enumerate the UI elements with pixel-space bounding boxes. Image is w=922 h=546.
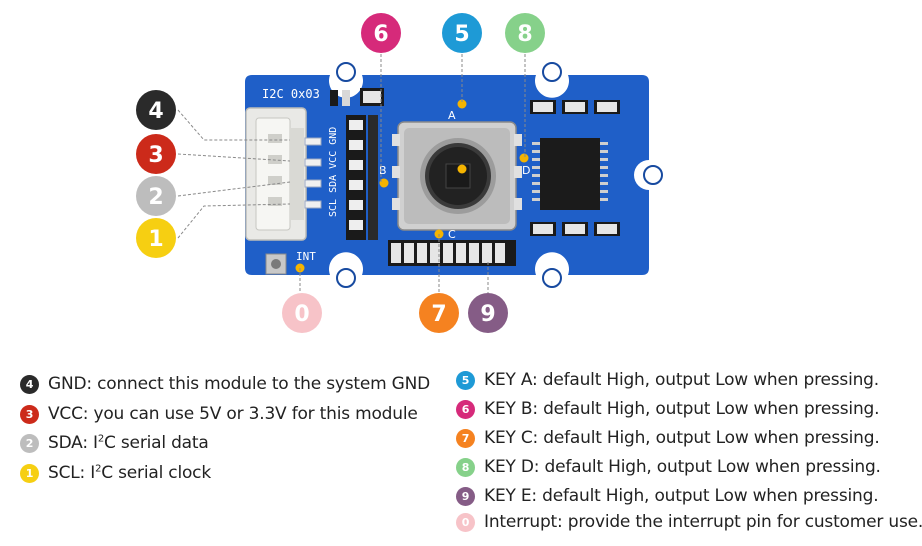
- callout-0: 0: [282, 293, 322, 333]
- svg-text:6: 6: [373, 22, 388, 47]
- marker-d: [519, 153, 529, 163]
- legend-badge-8: 8: [456, 457, 475, 477]
- legend-item-sda: 2 SDA: I2C serial data: [20, 431, 209, 455]
- legend-item-key-a: 5 KEY A: default High, output Low when p…: [456, 368, 879, 392]
- key-d-silkscreen: D: [522, 164, 530, 177]
- top-components: [330, 88, 384, 106]
- callout-9: 9: [468, 293, 508, 333]
- legend-text-key-b: KEY B: default High, output Low when pre…: [484, 399, 880, 419]
- legend-text-sda: SDA: I2C serial data: [48, 433, 209, 453]
- legend-badge-4: 4: [20, 374, 39, 394]
- legend-text-gnd: GND: connect this module to the system G…: [48, 374, 431, 394]
- legend-badge-7: 7: [456, 428, 475, 448]
- key-c-silkscreen: C: [448, 228, 456, 241]
- legend-item-key-e: 9 KEY E: default High, output Low when p…: [456, 484, 879, 508]
- callout-1: 1: [136, 218, 176, 258]
- int-pad: [265, 253, 287, 275]
- svg-text:8: 8: [517, 22, 532, 47]
- legend-badge-0: 0: [456, 512, 475, 532]
- pin-pads: [304, 137, 322, 209]
- legend-badge-9: 9: [456, 486, 475, 506]
- grove-connector: [245, 107, 307, 241]
- legend-text-vcc: VCC: you can use 5V or 3.3V for this mod…: [48, 404, 418, 424]
- legend-item-interrupt: 0 Interrupt: provide the interrupt pin f…: [456, 510, 922, 534]
- i2c-address-silkscreen: I2C 0x03: [262, 87, 320, 101]
- legend-badge-2: 2: [20, 433, 39, 453]
- five-way-switch: [392, 121, 522, 231]
- legend-item-gnd: 4 GND: connect this module to the system…: [20, 372, 430, 396]
- legend-text-key-d: KEY D: default High, output Low when pre…: [484, 457, 881, 477]
- legend-item-key-d: 8 KEY D: default High, output Low when p…: [456, 455, 881, 479]
- key-a-silkscreen: A: [448, 109, 456, 122]
- callout-7: 7: [419, 293, 459, 333]
- module-diagram: SCL SDA VCC GND I2C 0x03: [136, 13, 663, 333]
- svg-text:2: 2: [148, 185, 163, 210]
- right-components: [530, 100, 620, 236]
- svg-text:0: 0: [294, 302, 309, 327]
- svg-text:5: 5: [454, 22, 469, 47]
- legend-item-key-b: 6 KEY B: default High, output Low when p…: [456, 397, 880, 421]
- pins-silkscreen: SCL SDA VCC GND: [328, 127, 339, 217]
- callout-2: 2: [136, 176, 176, 216]
- leader-lines: [177, 54, 526, 293]
- legend-text-interrupt: Interrupt: provide the interrupt pin for…: [484, 512, 922, 532]
- legend-text-scl: SCL: I2C serial clock: [48, 463, 211, 483]
- legend-badge-6: 6: [456, 399, 475, 419]
- svg-text:3: 3: [148, 143, 163, 168]
- marker-center: [457, 164, 467, 174]
- legend-item-key-c: 7 KEY C: default High, output Low when p…: [456, 426, 880, 450]
- ic-chip: [532, 138, 608, 210]
- marker-a: [457, 99, 467, 109]
- legend-item-scl: 1 SCL: I2C serial clock: [20, 461, 211, 485]
- legend-badge-5: 5: [456, 370, 475, 390]
- bottom-components: [388, 240, 516, 266]
- legend-badge-3: 3: [20, 404, 39, 424]
- callout-6: 6: [361, 13, 401, 53]
- callout-8: 8: [505, 13, 545, 53]
- legend-badge-1: 1: [20, 463, 39, 483]
- marker-b: [379, 178, 389, 188]
- callout-5: 5: [442, 13, 482, 53]
- legend-text-key-a: KEY A: default High, output Low when pre…: [484, 370, 879, 390]
- svg-text:7: 7: [431, 302, 446, 327]
- callout-4: 4: [136, 90, 176, 130]
- svg-text:1: 1: [148, 227, 163, 252]
- key-b-silkscreen: B: [379, 164, 387, 177]
- legend-item-vcc: 3 VCC: you can use 5V or 3.3V for this m…: [20, 402, 418, 426]
- callout-3: 3: [136, 134, 176, 174]
- legend-text-key-e: KEY E: default High, output Low when pre…: [484, 486, 879, 506]
- int-silkscreen: INT: [296, 250, 316, 263]
- svg-text:9: 9: [480, 302, 495, 327]
- svg-text:4: 4: [148, 99, 163, 124]
- legend-text-key-c: KEY C: default High, output Low when pre…: [484, 428, 880, 448]
- resistor-column: [346, 115, 378, 240]
